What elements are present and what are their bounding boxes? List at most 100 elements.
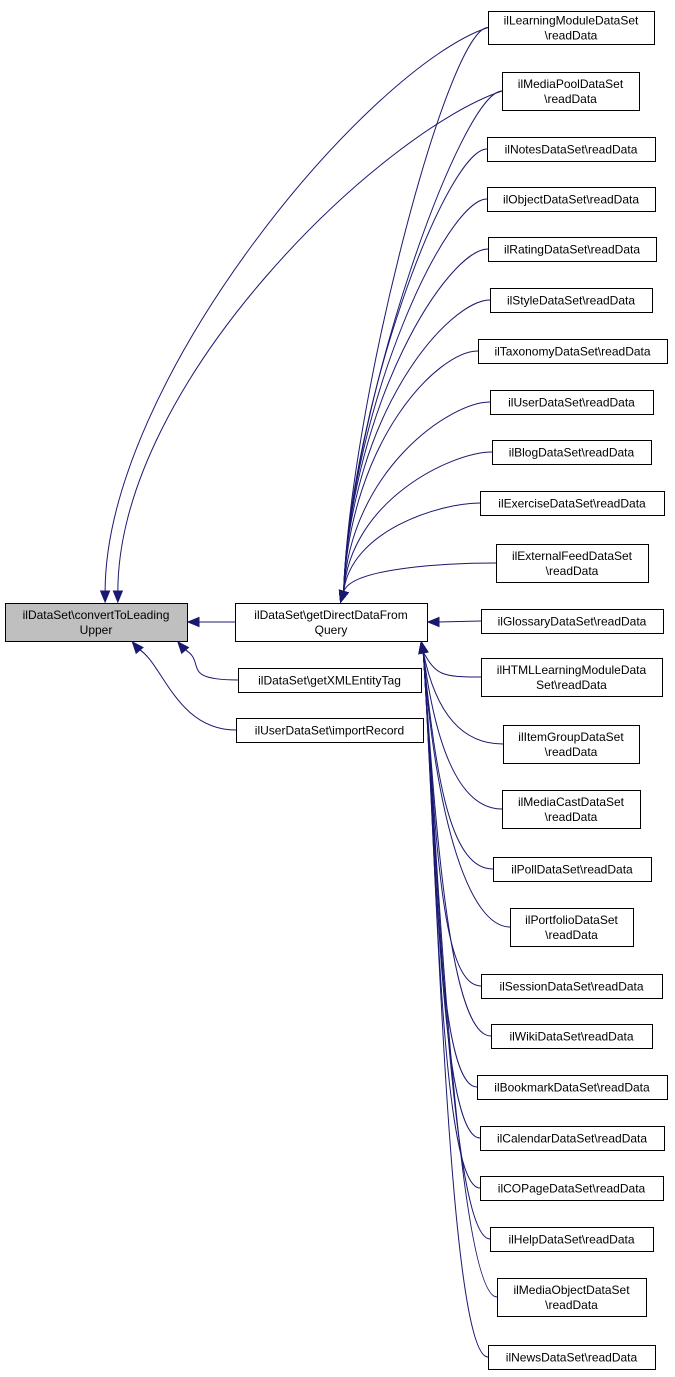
node-label: \readData <box>545 928 598 942</box>
node-label: Query <box>315 623 348 637</box>
node-box <box>510 908 634 947</box>
graph-node[interactable]: ilExternalFeedDataSet\readData <box>496 544 649 583</box>
node-label: ilPortfolioDataSet <box>525 913 618 927</box>
node-label: ilNewsDataSet\readData <box>506 1351 638 1365</box>
graph-edge <box>343 401 491 593</box>
graph-edge <box>437 620 482 623</box>
node-label: ilMediaObjectDataSet <box>513 1283 630 1297</box>
graph-edge <box>343 299 491 593</box>
graph-node[interactable]: ilGlossaryDataSet\readData <box>481 609 664 634</box>
node-box <box>496 544 649 583</box>
graph-edge <box>343 562 497 593</box>
node-label: ilGlossaryDataSet\readData <box>498 615 647 629</box>
node-box <box>488 1345 656 1370</box>
node-label: ilDataSet\getDirectDataFrom <box>254 608 407 622</box>
graph-edge <box>343 198 488 593</box>
node-label: Upper <box>80 623 113 637</box>
graph-edge <box>117 90 503 593</box>
graph-node[interactable]: ilCOPageDataSet\readData <box>480 1176 664 1201</box>
graph-edge <box>183 648 239 681</box>
node-box <box>238 668 422 693</box>
graph-edge <box>422 651 511 928</box>
node-label: \readData <box>545 810 598 824</box>
edge-arrowhead <box>177 640 190 655</box>
node-box <box>503 725 640 764</box>
node-label: ilSessionDataSet\readData <box>499 980 643 994</box>
graph-node[interactable]: ilPortfolioDataSet\readData <box>510 908 634 947</box>
node-box <box>492 440 652 465</box>
node-label: ilWikiDataSet\readData <box>509 1030 633 1044</box>
edge-arrowhead <box>131 640 144 655</box>
node-label: ilExerciseDataSet\readData <box>498 497 646 511</box>
node-box <box>236 718 424 743</box>
node-box <box>481 974 663 999</box>
node-label: ilBookmarkDataSet\readData <box>494 1081 650 1095</box>
graph-node[interactable]: ilDataSet\getXMLEntityTag <box>238 668 422 693</box>
node-box <box>478 339 668 364</box>
node-box <box>490 288 653 313</box>
graph-node[interactable]: ilBlogDataSet\readData <box>492 440 652 465</box>
node-label: ilHTMLLearningModuleData <box>497 663 647 677</box>
node-box <box>481 658 663 697</box>
graph-node[interactable]: ilRatingDataSet\readData <box>488 237 657 262</box>
node-box <box>488 237 657 262</box>
node-label: \readData <box>545 1298 598 1312</box>
graph-edge <box>343 350 479 593</box>
node-label: ilMediaCastDataSet <box>518 795 625 809</box>
graph-node[interactable]: ilStyleDataSet\readData <box>490 288 653 313</box>
graph-node[interactable]: ilMediaObjectDataSet\readData <box>497 1278 647 1317</box>
graph-node[interactable]: ilItemGroupDataSet\readData <box>503 725 640 764</box>
node-label: ilObjectDataSet\readData <box>503 193 639 207</box>
node-box <box>488 11 655 45</box>
node-box <box>493 857 652 882</box>
node-label: \readData <box>546 564 599 578</box>
graph-node[interactable]: ilPollDataSet\readData <box>493 857 652 882</box>
node-box <box>477 1075 668 1100</box>
graph-edge <box>422 651 492 1037</box>
node-label: ilDataSet\convertToLeading <box>23 608 170 622</box>
graph-edges <box>99 27 511 1358</box>
node-box <box>480 1176 664 1201</box>
node-label: ilRatingDataSet\readData <box>504 243 640 257</box>
graph-edge <box>343 451 493 593</box>
node-box <box>487 137 656 162</box>
edge-arrowhead <box>418 640 429 655</box>
node-label: ilTaxonomyDataSet\readData <box>494 345 650 359</box>
node-box <box>481 609 664 634</box>
graph-node[interactable]: ilBookmarkDataSet\readData <box>477 1075 668 1100</box>
node-label: ilDataSet\getXMLEntityTag <box>258 674 401 688</box>
node-label: ilPollDataSet\readData <box>511 863 633 877</box>
graph-node[interactable]: ilUserDataSet\readData <box>490 390 654 415</box>
graph-edge <box>343 248 489 593</box>
graph-node[interactable]: ilNotesDataSet\readData <box>487 137 656 162</box>
node-label: \readData <box>545 29 598 43</box>
graph-node[interactable]: ilCalendarDataSet\readData <box>480 1126 665 1151</box>
graph-node[interactable]: ilMediaCastDataSet\readData <box>502 790 641 829</box>
graph-node[interactable]: ilObjectDataSet\readData <box>487 187 656 212</box>
node-box <box>490 1227 654 1252</box>
node-label: ilNotesDataSet\readData <box>505 143 638 157</box>
node-label: \readData <box>544 92 597 106</box>
graph-node[interactable]: ilSessionDataSet\readData <box>481 974 663 999</box>
node-box <box>487 187 656 212</box>
graph-node[interactable]: ilNewsDataSet\readData <box>488 1345 656 1370</box>
node-label: ilUserDataSet\readData <box>508 396 635 410</box>
graph-node[interactable]: ilTaxonomyDataSet\readData <box>478 339 668 364</box>
node-box <box>497 1278 647 1317</box>
graph-node[interactable]: ilWikiDataSet\readData <box>491 1024 653 1049</box>
graph-node[interactable]: ilHelpDataSet\readData <box>490 1227 654 1252</box>
node-label: ilLearningModuleDataSet <box>504 14 639 28</box>
node-box <box>480 1126 665 1151</box>
graph-node[interactable]: ilMediaPoolDataSet\readData <box>502 72 640 111</box>
graph-node[interactable]: ilUserDataSet\importRecord <box>236 718 424 743</box>
node-box <box>491 1024 653 1049</box>
graph-node[interactable]: ilExerciseDataSet\readData <box>480 491 665 516</box>
edge-arrowhead <box>186 616 200 628</box>
graph-node[interactable]: ilLearningModuleDataSet\readData <box>488 11 655 45</box>
edge-arrowhead <box>426 616 440 628</box>
node-box <box>490 390 654 415</box>
